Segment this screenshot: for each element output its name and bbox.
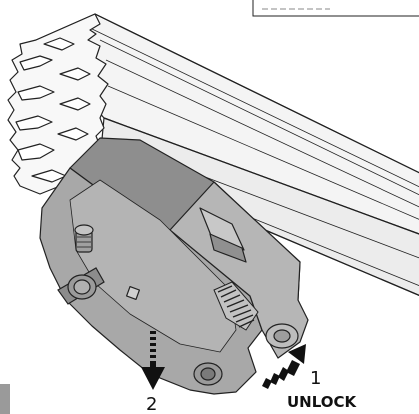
corner-tab xyxy=(0,384,10,414)
push-down-arrow xyxy=(141,331,165,390)
step-1-label: 1 xyxy=(310,368,321,389)
label-box-fragment xyxy=(252,0,419,17)
adapter-slot xyxy=(125,285,141,301)
unlock-label: UNLOCK xyxy=(287,393,358,411)
cable-and-screw xyxy=(57,224,105,305)
adapter-side-window xyxy=(199,207,245,251)
unlock-arrow xyxy=(262,344,306,389)
step-2-label: 2 xyxy=(146,394,157,414)
locking-wheel xyxy=(213,281,259,331)
